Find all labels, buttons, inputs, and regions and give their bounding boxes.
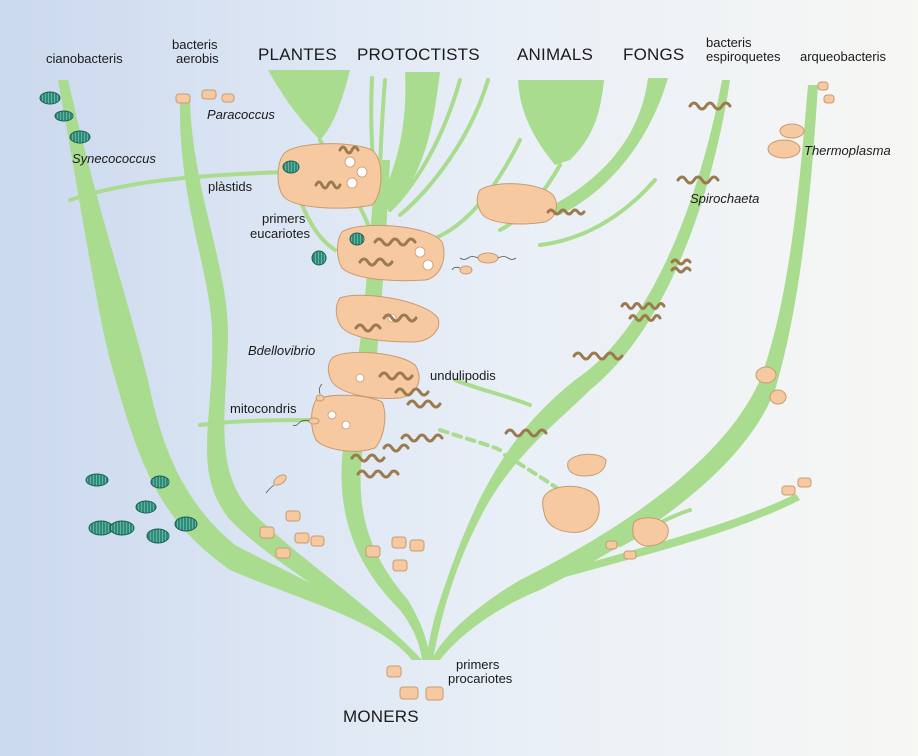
cell-animal (476, 183, 557, 225)
label-primers-eucariotes-1: primers (262, 211, 306, 226)
branch-eucariotes (341, 160, 430, 660)
label-bacteris-aerobis-2: aerobis (176, 51, 219, 66)
label-espiroquetes-2: espiroquetes (706, 49, 781, 64)
branch-fongs (548, 78, 668, 215)
label-synecococcus: Synecococcus (72, 151, 156, 166)
label-plantes: PLANTES (258, 45, 337, 64)
label-arqueobacteris: arqueobacteris (800, 49, 886, 64)
branch-cianobacteris (58, 80, 420, 660)
label-cianobacteris: cianobacteris (46, 51, 123, 66)
label-primers-procariotes-2: procariotes (448, 671, 513, 686)
cell-bdellovibrio (327, 351, 420, 399)
cell-gran-inferior (542, 485, 600, 533)
label-primers-eucariotes-2: eucariotes (250, 226, 310, 241)
label-undulipodis: undulipodis (430, 368, 496, 383)
cells (175, 81, 835, 701)
tree-branches (58, 70, 818, 660)
label-protoctists: PROTOCTISTS (357, 45, 480, 64)
branch-protoctists (378, 72, 440, 210)
branch-plantes (268, 70, 350, 140)
label-plastids: plàstids (208, 179, 253, 194)
label-bdellovibrio: Bdellovibrio (248, 343, 316, 358)
label-mitocondris: mitocondris (230, 401, 297, 416)
cyanobacteria-cells (39, 91, 365, 544)
label-thermoplasma: Thermoplasma (804, 143, 891, 158)
cell-central-3 (335, 294, 440, 343)
label-fongs: FONGS (623, 45, 685, 64)
spirochetes (314, 101, 732, 479)
label-paracoccus: Paracoccus (207, 107, 275, 122)
tree-thin-branches (68, 76, 692, 547)
label-spirochaeta: Spirochaeta (690, 191, 760, 206)
cell-vacuoles (327, 156, 434, 430)
label-primers-procariotes-1: primers (456, 657, 500, 672)
cell-plastids (277, 143, 382, 209)
branch-bacteris-aerobis (179, 100, 422, 660)
branch-inferior-dreta (516, 494, 800, 590)
label-moners: MONERS (343, 707, 419, 726)
label-espiroquetes-1: bacteris (706, 35, 752, 50)
label-bacteris-aerobis-1: bacteris (172, 37, 218, 52)
label-animals: ANIMALS (517, 45, 594, 64)
flagella (265, 256, 517, 494)
branch-animals (518, 80, 604, 165)
